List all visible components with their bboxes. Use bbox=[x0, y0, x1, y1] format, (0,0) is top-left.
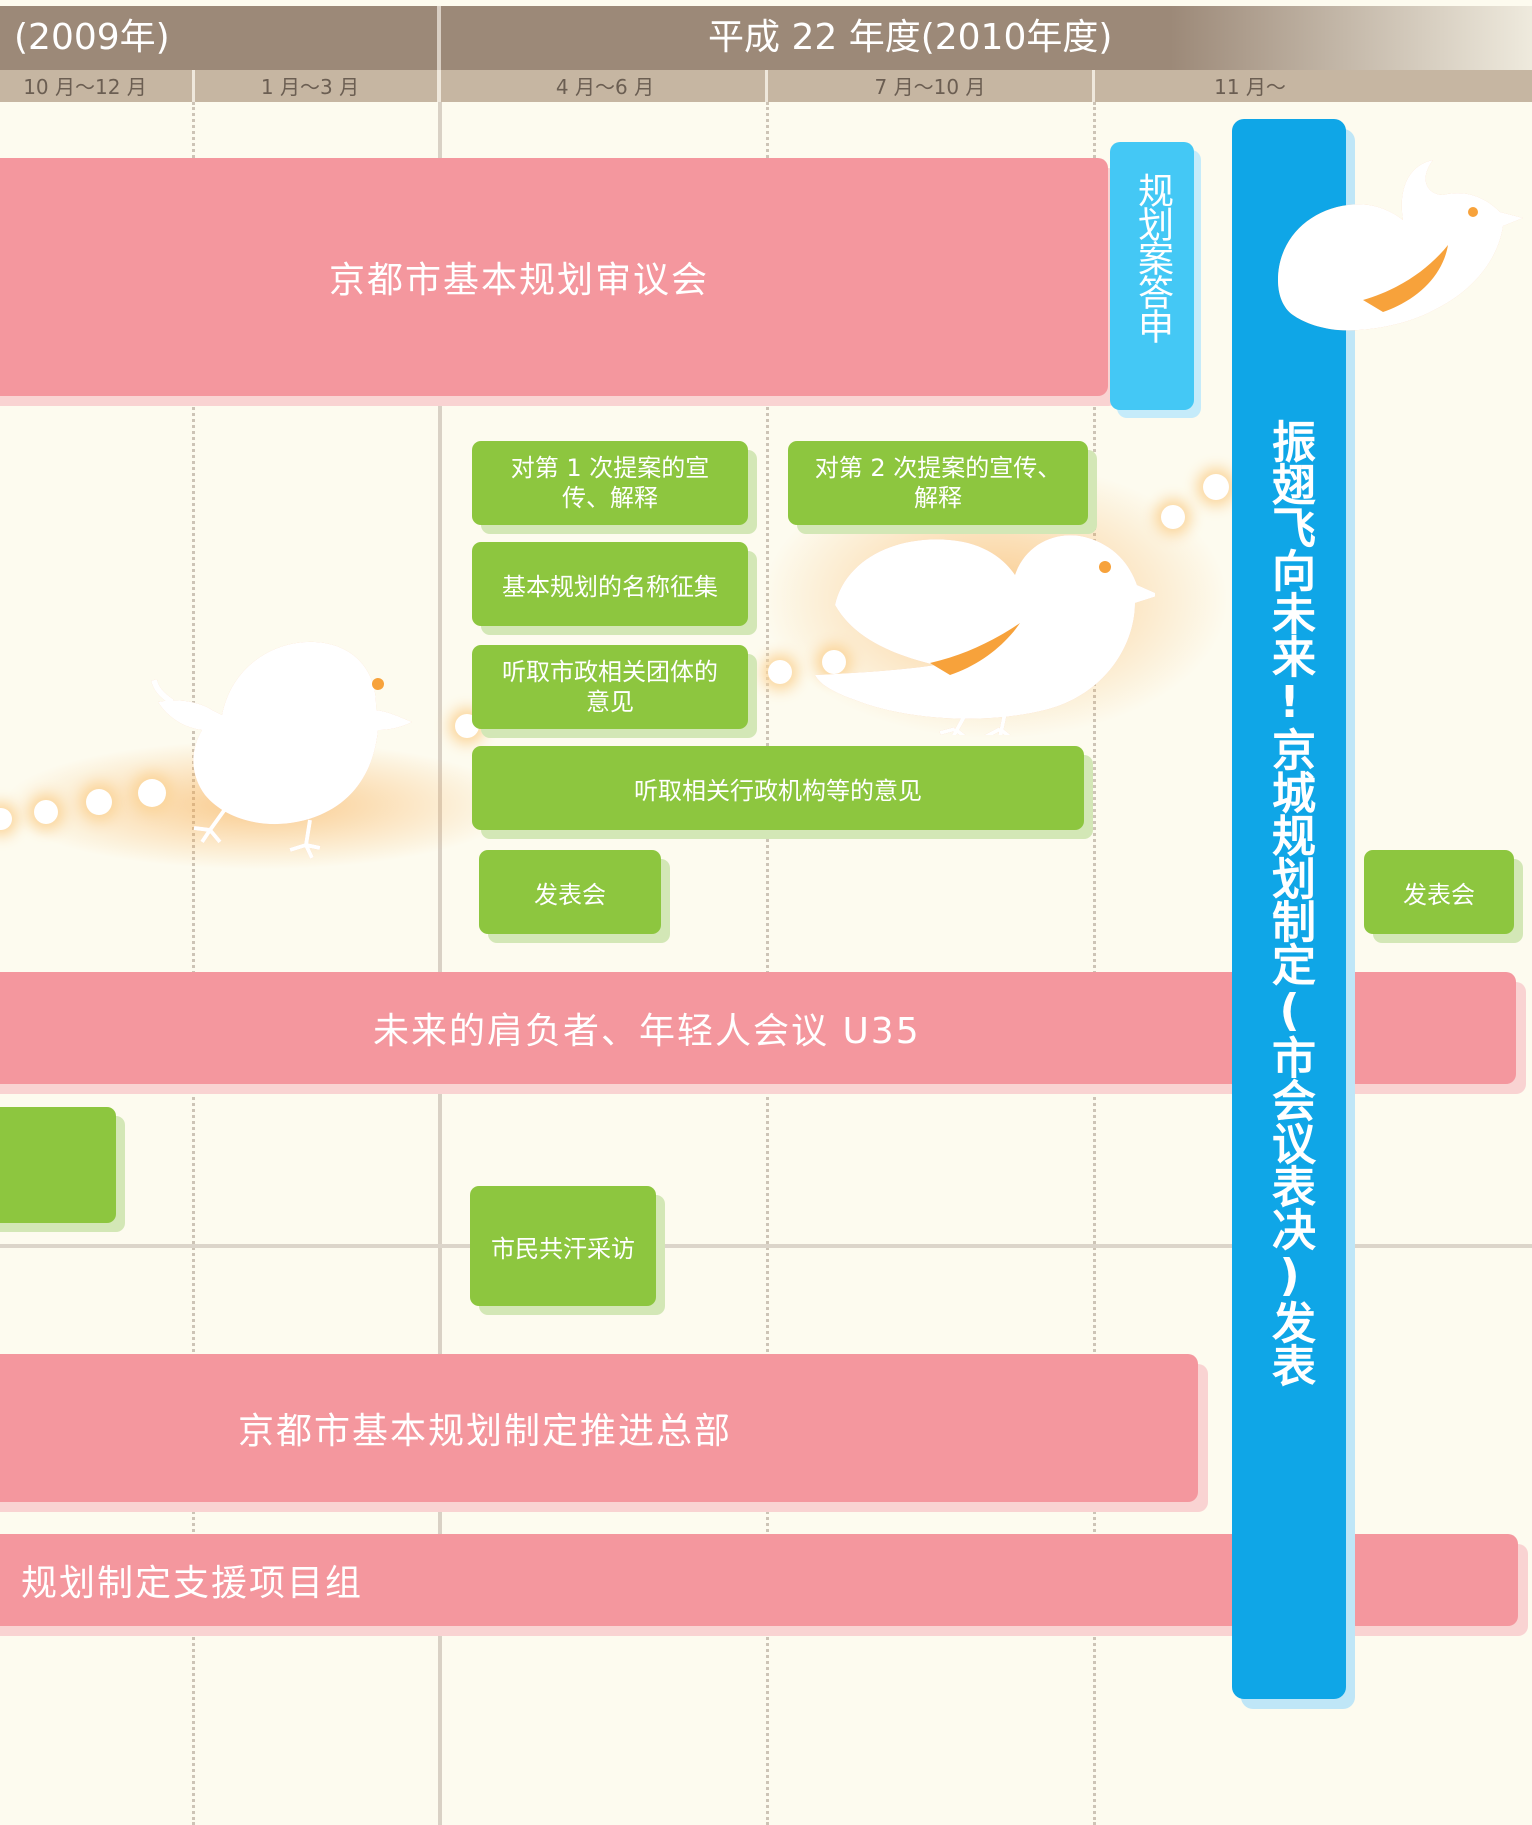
chick-icon bbox=[151, 641, 412, 859]
flying-bird-icon bbox=[1278, 160, 1523, 331]
support-label: 规划制定支援项目组 bbox=[21, 1563, 364, 1604]
presentation-2-label: 发表会 bbox=[1403, 880, 1475, 909]
report-box: 规划案答申 bbox=[1110, 142, 1194, 410]
grid-line bbox=[438, 102, 442, 1825]
promo-2-box: 对第 2 次提案的宣传、解释 bbox=[788, 441, 1088, 525]
trail-dot bbox=[1161, 505, 1185, 529]
council-bar: 京都市基本规划审议会 bbox=[0, 158, 1108, 396]
bird-icon bbox=[815, 535, 1155, 735]
hq-label: 京都市基本规划制定推进总部 bbox=[238, 1411, 733, 1452]
grid-line-dotted bbox=[192, 102, 195, 1825]
quarter-label: 11 月〜 bbox=[1214, 75, 1286, 99]
quarter-divider bbox=[192, 70, 195, 102]
interview-box: 市民共汗采访 bbox=[470, 1186, 656, 1306]
trail-dot bbox=[138, 779, 166, 807]
presentation-1-box: 发表会 bbox=[479, 850, 661, 934]
quarter-divider bbox=[437, 70, 441, 102]
trail-dot bbox=[768, 660, 792, 684]
quarter-divider bbox=[1092, 70, 1095, 102]
trail-dot bbox=[86, 789, 112, 815]
grid-line-dotted bbox=[1093, 102, 1096, 1825]
quarter-label: 4 月〜6 月 bbox=[555, 75, 655, 99]
fiscal-2010-label: 平成 22 年度(2010年度) bbox=[708, 17, 1113, 58]
header-divider bbox=[437, 6, 441, 70]
quarter-label: 7 月〜10 月 bbox=[874, 75, 986, 99]
promo-1-label: 对第 1 次提案的宣传、解释 bbox=[510, 454, 710, 512]
civic-groups-box: 听取市政相关团体的意见 bbox=[472, 645, 748, 729]
adoption-box: 振翅飞向未来!京城规划制定(市会议表决)发表 bbox=[1232, 119, 1346, 1699]
civic-groups-label: 听取市政相关团体的意见 bbox=[502, 658, 718, 716]
quarter-label: 10 月〜12 月 bbox=[23, 75, 147, 99]
agencies-label: 听取相关行政机构等的意见 bbox=[634, 776, 922, 805]
naming-box: 基本规划的名称征集 bbox=[472, 542, 748, 626]
partial-green-box bbox=[0, 1107, 116, 1223]
adoption-label: 振翅飞向未来!京城规划制定(市会议表决)发表 bbox=[1264, 419, 1315, 1386]
promo-2-label: 对第 2 次提案的宣传、解释 bbox=[814, 454, 1062, 512]
grid-line-dotted bbox=[766, 102, 769, 1825]
u35-label: 未来的肩负者、年轻人会议 U35 bbox=[373, 1011, 921, 1052]
promo-1-box: 对第 1 次提案的宣传、解释 bbox=[472, 441, 748, 525]
year-2009-label: (2009年) bbox=[14, 17, 170, 58]
hq-bar: 京都市基本规划制定推进总部 bbox=[0, 1354, 1198, 1502]
interview-label: 市民共汗采访 bbox=[491, 1234, 635, 1263]
trail-dot bbox=[34, 800, 58, 824]
agencies-box: 听取相关行政机构等的意见 bbox=[472, 746, 1084, 830]
naming-label: 基本规划的名称征集 bbox=[502, 572, 718, 601]
quarter-divider bbox=[765, 70, 768, 102]
trail-dot bbox=[0, 808, 12, 830]
trail-dot bbox=[822, 650, 846, 674]
council-label: 京都市基本规划审议会 bbox=[328, 260, 709, 301]
trail-dot bbox=[1203, 474, 1229, 500]
presentation-1-label: 发表会 bbox=[534, 880, 606, 909]
presentation-2-box: 发表会 bbox=[1364, 850, 1514, 934]
report-label: 规划案答申 bbox=[1132, 172, 1173, 342]
horizontal-separator bbox=[0, 1244, 1532, 1248]
quarter-label: 1 月〜3 月 bbox=[260, 75, 360, 99]
